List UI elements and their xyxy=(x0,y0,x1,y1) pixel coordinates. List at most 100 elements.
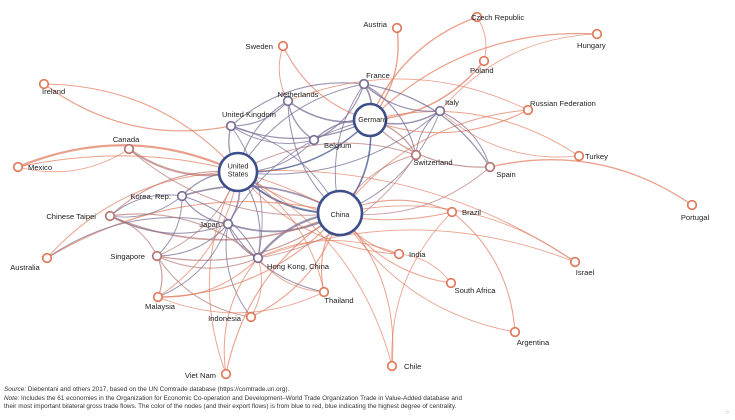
edge-australia-china xyxy=(46,201,341,259)
node-malaysia xyxy=(152,291,164,303)
edge-ireland-uk xyxy=(43,83,232,132)
edge-taipei-china xyxy=(109,212,341,241)
economy-nodes xyxy=(12,11,698,380)
edge-japan-indonesia xyxy=(225,223,252,318)
edge-portugal-spain xyxy=(489,159,693,206)
label-portugal: Portugal xyxy=(681,213,710,222)
edge-india-hk xyxy=(257,239,400,259)
label-germany: Germany xyxy=(358,115,388,124)
node-mexico xyxy=(12,161,24,173)
label-china: China xyxy=(331,210,350,219)
label-malaysia: Malaysia xyxy=(145,302,176,311)
label-indonesia: Indonesia xyxy=(208,314,242,323)
edge-vietnam-china xyxy=(225,212,341,375)
node-ireland xyxy=(38,78,50,90)
edge-france-switzerland xyxy=(363,83,417,156)
edge-taipei-singapore xyxy=(109,215,158,257)
edge-france-italy xyxy=(363,83,441,112)
label-austria: Austria xyxy=(363,20,387,29)
node-switzerland xyxy=(410,149,422,161)
label-india: India xyxy=(409,250,426,259)
node-taipei xyxy=(104,210,116,222)
label-hungary: Hungary xyxy=(577,41,606,50)
edge-canada-china xyxy=(128,148,341,216)
node-russia xyxy=(522,104,534,116)
label-spain: Spain xyxy=(496,170,515,179)
node-netherlands xyxy=(282,95,294,107)
edge-korea-hk xyxy=(181,195,259,259)
node-hk xyxy=(252,252,264,264)
node-argentina xyxy=(509,326,521,338)
note-line-1: Note: Includes the 61 economies in the O… xyxy=(4,395,732,404)
node-korea xyxy=(176,190,188,202)
node-poland xyxy=(478,55,490,67)
node-czech xyxy=(471,11,483,23)
node-uk xyxy=(225,120,237,132)
label-thailand: Thailand xyxy=(324,296,353,305)
label-taipei: Chinese Taipei xyxy=(46,212,96,221)
edge-russia-germany xyxy=(369,109,529,134)
label-turkey: Turkey xyxy=(585,152,608,161)
edge-japan-singapore xyxy=(156,223,229,257)
corner-mark-icon: ○ xyxy=(725,410,729,416)
label-ireland: Ireland xyxy=(42,87,65,96)
node-spain xyxy=(484,161,496,173)
edge-argentina-china xyxy=(339,212,516,333)
edge-chile-us xyxy=(237,171,393,367)
edge-mexico-canada xyxy=(17,148,130,173)
note-lead: Note: xyxy=(4,394,20,402)
edge-belgium-uk xyxy=(230,125,315,144)
label-vietnam: Viet Nam xyxy=(185,371,216,380)
node-singapore xyxy=(151,250,163,262)
node-portugal xyxy=(686,199,698,211)
edge-malaysia-hk xyxy=(157,257,259,298)
label-mexico: Mexico xyxy=(28,163,52,172)
node-australia xyxy=(41,252,53,264)
label-argentina: Argentina xyxy=(517,338,550,347)
label-canada: Canada xyxy=(113,135,140,144)
node-canada xyxy=(123,143,135,155)
edge-korea-taipei xyxy=(109,195,183,218)
edge-mexico-china xyxy=(17,155,341,214)
edge-korea-taipei xyxy=(109,194,183,217)
edge-argentina-brazil xyxy=(451,211,516,333)
label-italy: Italy xyxy=(445,98,459,107)
figure-footer: Source: Diebentani and others 2017, base… xyxy=(4,386,732,412)
edge-japan-hk xyxy=(227,223,259,259)
node-france xyxy=(358,78,370,90)
edge-japan-taipei xyxy=(109,215,229,234)
edge-israel-hk xyxy=(257,229,576,263)
node-israel xyxy=(569,256,581,268)
edge-israel-china xyxy=(339,205,576,263)
label-israel: Israel xyxy=(576,268,595,277)
edge-australia-us xyxy=(46,171,239,259)
edge-singapore-indonesia xyxy=(156,255,252,318)
edge-france-belgium xyxy=(313,83,365,141)
node-china xyxy=(316,189,364,237)
label-sweden: Sweden xyxy=(246,42,273,51)
note-text-1: Includes the 61 economies in the Organiz… xyxy=(19,394,463,402)
edge-czech-poland xyxy=(476,16,487,62)
edge-russia-netherlands xyxy=(287,78,529,111)
node-austria xyxy=(391,22,403,34)
node-southafrica xyxy=(445,277,457,289)
edge-hungary-germany xyxy=(369,32,598,121)
label-russia: Russian Federation xyxy=(530,99,596,108)
note-line-2: their most important bilateral gross tra… xyxy=(4,403,457,411)
label-czech: Czech Republic xyxy=(471,13,524,22)
label-uk: United Kingdom xyxy=(222,110,276,119)
edge-korea-singapore xyxy=(156,195,183,257)
edge-switzerland-us xyxy=(237,142,417,173)
edge-thailand-hk xyxy=(257,257,325,293)
node-india xyxy=(393,248,405,260)
source-lead: Source: xyxy=(4,386,27,393)
node-hungary xyxy=(591,28,603,40)
node-italy xyxy=(434,105,446,117)
label-singapore: Singapore xyxy=(110,252,145,261)
edge-netherlands-uk xyxy=(230,100,289,127)
source-text: Diebentani and others 2017, based on the… xyxy=(26,386,290,393)
edge-czech-germany xyxy=(369,16,478,121)
